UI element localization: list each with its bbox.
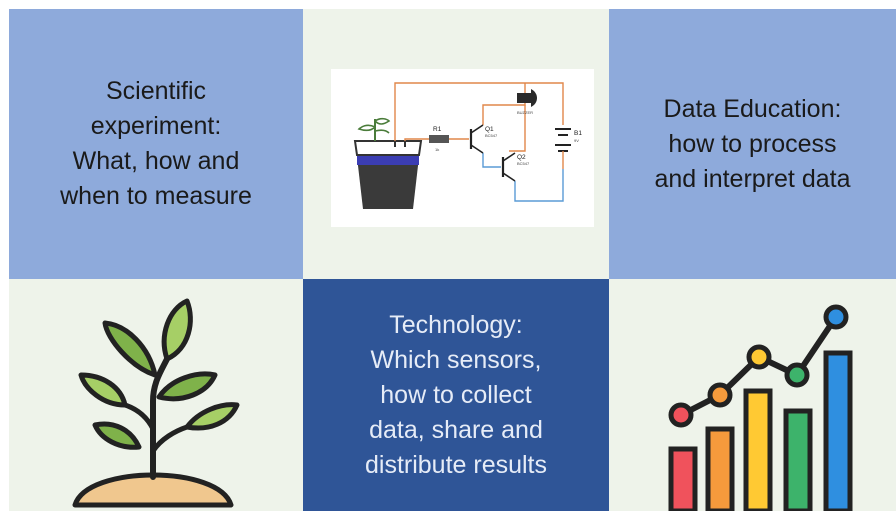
wire-blue xyxy=(482,153,501,168)
water-layer xyxy=(357,155,419,165)
point-green xyxy=(784,362,810,388)
wire-top xyxy=(394,82,564,141)
bar-red xyxy=(668,446,698,511)
point-red xyxy=(668,402,694,428)
technology-line-5: distribute results xyxy=(364,450,548,479)
point-yellow xyxy=(746,344,772,370)
scientific-line-1: Scientific xyxy=(105,77,207,105)
q2-sub-label: BC547 xyxy=(517,161,530,166)
data-education-line-2: how to process xyxy=(668,129,837,158)
technology-line-1: Technology: xyxy=(389,310,523,339)
data-education-line-3: and interpret data xyxy=(654,164,851,193)
plant-cell xyxy=(9,279,303,511)
concept-grid: Scientific experiment: What, how and whe… xyxy=(9,9,896,511)
r1-sub-label: 1k xyxy=(435,147,439,152)
data-education-cell: Data Education: how to process and inter… xyxy=(609,9,896,279)
plant-sprout-icon xyxy=(72,298,240,508)
technology-cell: Technology: Which sensors, how to collec… xyxy=(303,279,609,511)
technology-line-3: how to collect xyxy=(380,380,532,409)
pot-shape xyxy=(357,157,419,209)
data-education-label: Data Education: how to process and inter… xyxy=(655,92,851,197)
pot-rim xyxy=(353,140,423,156)
bar-yellow xyxy=(743,388,773,511)
bar-orange xyxy=(705,426,735,511)
b1-sub-label: 9V xyxy=(574,138,579,143)
point-orange xyxy=(707,382,733,408)
scientific-line-3: What, how and xyxy=(72,147,240,175)
r1-label: R1 xyxy=(433,126,442,133)
b1-label: B1 xyxy=(574,130,582,137)
resistor-r1 xyxy=(429,135,449,143)
data-education-line-1: Data Education: xyxy=(663,94,842,123)
q1-label: Q1 xyxy=(485,126,494,133)
bar-blue xyxy=(823,350,853,511)
chart-cell xyxy=(609,279,896,511)
technology-line-4: data, share and xyxy=(369,415,543,444)
point-blue xyxy=(823,304,849,330)
soil-moisture-circuit-icon: R1 1k Q1 BC547 Q2 BC547 B1 9V BUZZER xyxy=(353,82,582,209)
scientific-experiment-cell: Scientific experiment: What, how and whe… xyxy=(9,9,303,279)
q2-label: Q2 xyxy=(517,154,526,161)
q1-sub-label: BC547 xyxy=(485,133,498,138)
buzzer-symbol xyxy=(517,93,531,103)
circuit-cell: R1 1k Q1 BC547 Q2 BC547 B1 9V BUZZER xyxy=(303,9,609,279)
scientific-line-2: experiment: xyxy=(90,112,222,140)
scientific-experiment-label: Scientific experiment: What, how and whe… xyxy=(60,74,252,214)
bar-green xyxy=(783,408,813,511)
buzzer-label: BUZZER xyxy=(517,110,533,115)
scientific-line-4: when to measure xyxy=(60,182,252,210)
technology-line-2: Which sensors, xyxy=(370,345,542,374)
bar-line-chart-icon xyxy=(668,304,853,511)
technology-label: Technology: Which sensors, how to collec… xyxy=(365,308,547,483)
circuit-diagram: R1 1k Q1 BC547 Q2 BC547 B1 9V BUZZER xyxy=(331,69,594,227)
